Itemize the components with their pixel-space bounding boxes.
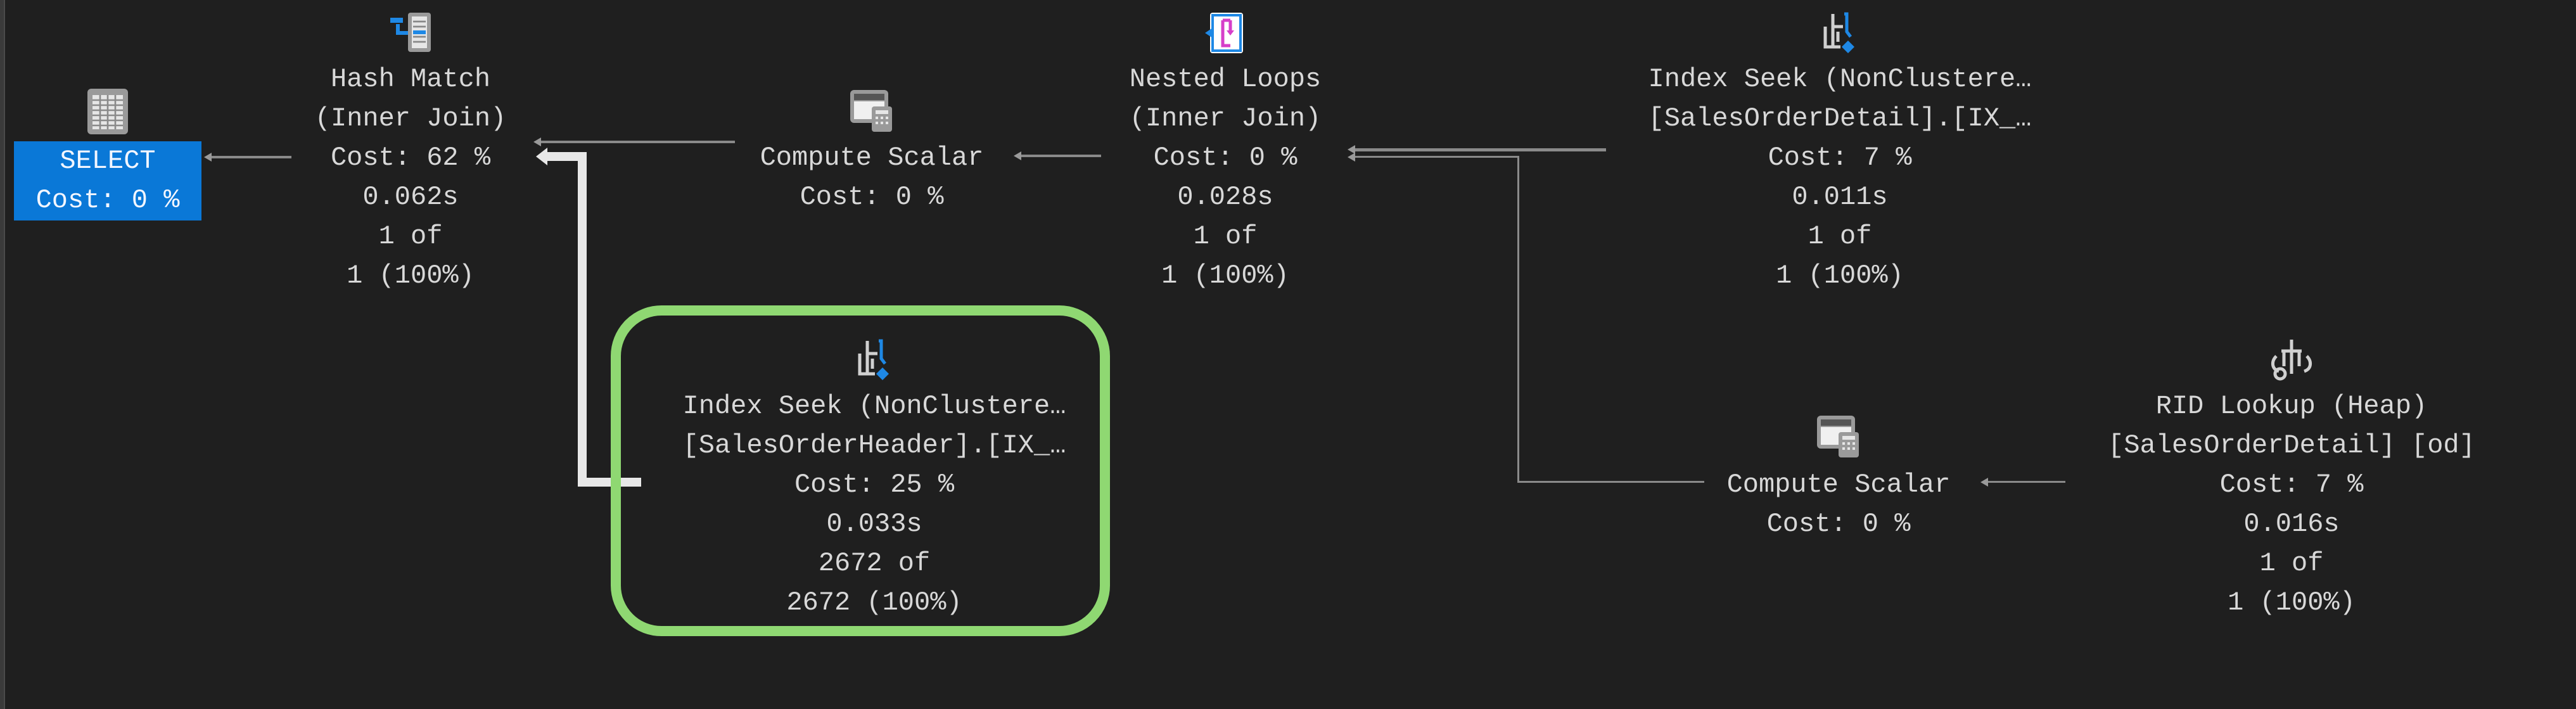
node-rows-actual: 1 of [378,221,443,252]
connector-indexseek-sod-to-nestedloops [1353,148,1606,151]
connector-indexseek-soh-horizontal [578,478,641,487]
node-title: Nested Loops [1129,64,1322,94]
connector-nestedloops-to-computescalar [1019,155,1101,157]
highlight-annotation-box [611,305,1110,636]
node-object: [SalesOrderDetail].[IX_… [1648,103,2032,134]
connector-computescalar-to-hashmatch [539,141,735,143]
nested-loops-icon [1205,13,1243,53]
arrowhead-icon [1014,151,1021,160]
node-elapsed: 0.016s [2243,509,2340,539]
node-title: Index Seek (NonClustere… [1648,64,2032,94]
node-cost: Cost: 25 % [794,469,955,500]
connector-indexseek-soh-to-hashmatch [545,152,583,161]
node-rows-actual: 1 of [1808,221,1872,252]
node-cost: Cost: 7 % [2219,469,2364,500]
node-cost: Cost: 7 % [1768,143,1912,173]
result-grid-icon [87,89,128,134]
node-rows-estimated: 2672 (100%) [786,587,962,618]
select-node-selected[interactable]: SELECT Cost: 0 % [14,141,201,220]
node-rows-actual: 1 of [1193,221,1258,252]
node-title: Compute Scalar [1726,469,1951,500]
connector-computescalar2-horizontal [1517,481,1704,483]
node-object: [SalesOrderHeader].[IX_… [682,430,1066,461]
node-rows-estimated: 1 (100%) [1161,260,1289,291]
node-subtitle: (Inner Join) [314,103,507,134]
hash-match-icon [390,13,431,52]
node-title: Compute Scalar [760,143,984,173]
node-elapsed: 0.028s [1177,182,1273,212]
node-rows-actual: 2672 of [818,548,931,578]
node-cost: Cost: 0 % [800,182,944,212]
arrowhead-icon [533,137,541,146]
node-object: [SalesOrderDetail] [od] [2108,430,2475,461]
node-subtitle: (Inner Join) [1129,103,1322,134]
arrowhead-icon [536,148,547,165]
arrowhead-icon [1348,153,1355,162]
connector-computescalar2-vertical [1517,156,1519,483]
node-title: SELECT [60,146,156,176]
connector-indexseek-soh-vertical [578,152,587,487]
node-cost: Cost: 0 % [1153,143,1298,173]
connector-ridlookup-to-computescalar2 [1986,481,2065,483]
index-seek-icon [1823,12,1854,53]
connector-computescalar2-to-nestedloops [1353,156,1519,158]
compute-scalar-icon [1817,416,1859,457]
arrowhead-icon [1980,478,1988,487]
node-elapsed: 0.033s [826,509,922,539]
node-elapsed: 0.011s [1792,182,1888,212]
node-elapsed: 0.062s [362,182,459,212]
index-seek-icon [858,339,889,380]
compute-scalar-icon [850,90,892,132]
node-title: Index Seek (NonClustere… [682,391,1066,421]
arrowhead-icon [1348,145,1355,154]
connector-hashmatch-to-select [209,156,291,158]
node-cost: Cost: 0 % [1766,509,1911,539]
node-rows-estimated: 1 (100%) [347,260,475,291]
node-rows-estimated: 1 (100%) [1776,260,1904,291]
node-rows-estimated: 1 (100%) [2228,587,2356,618]
node-title: Hash Match [330,64,491,94]
pane-left-border [0,0,5,709]
arrowhead-icon [204,153,212,162]
node-title: RID Lookup (Heap) [2155,391,2428,421]
node-cost: Cost: 62 % [330,143,491,173]
rid-lookup-icon [2271,340,2312,381]
node-rows-actual: 1 of [2259,548,2324,578]
node-cost: Cost: 0 % [35,185,180,215]
